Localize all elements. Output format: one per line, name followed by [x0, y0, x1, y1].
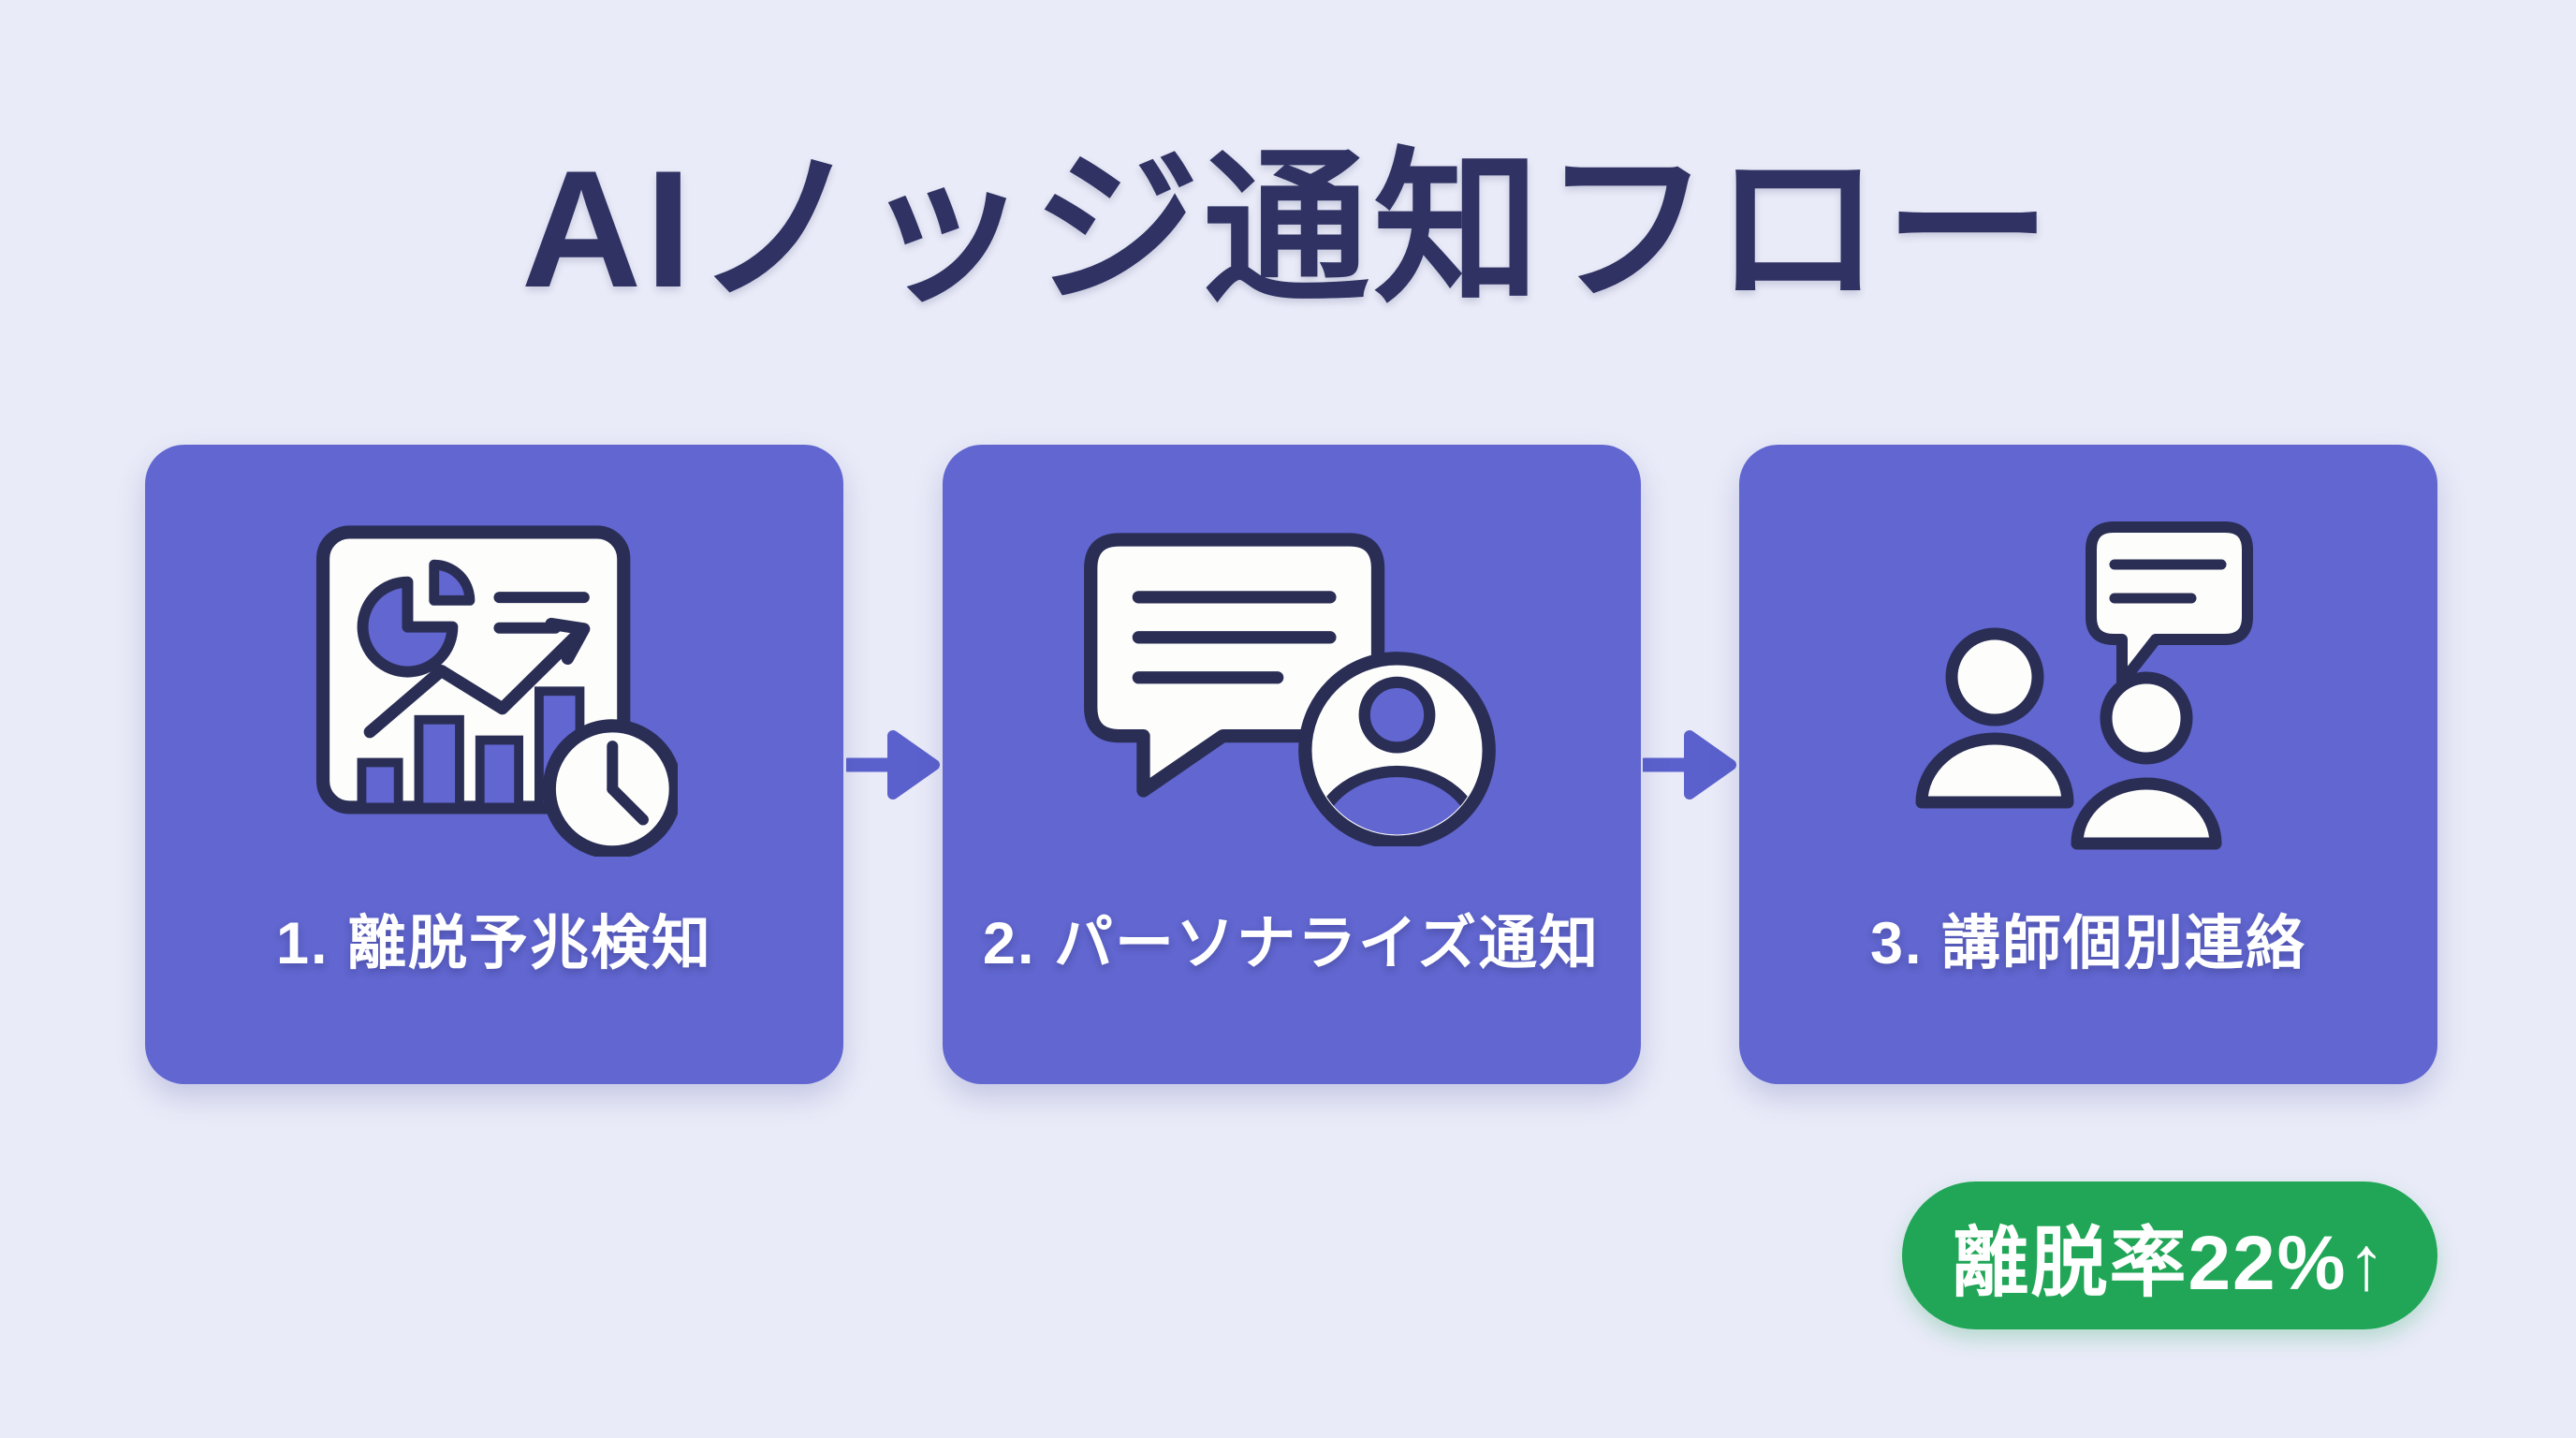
- step-3-label: 3. 講師個別連絡: [1869, 911, 2307, 976]
- people-conversation-icon: [1915, 521, 2253, 850]
- step-3-icon-wrap: [1739, 521, 2437, 850]
- page-title: AIノッジ通知フロー: [520, 136, 2056, 322]
- churn-rate-badge: 離脱率22%↑: [1902, 1181, 2437, 1329]
- analytics-clock-icon: [315, 525, 678, 857]
- step-1-label: 1. 離脱予兆検知: [275, 911, 713, 976]
- connector-1: [843, 445, 943, 1084]
- connector-2: [1641, 445, 1740, 1084]
- flow-row: 1. 離脱予兆検知: [145, 445, 2437, 1084]
- right-arrow-icon: [845, 729, 940, 800]
- step-card-2: 2. パーソナライズ通知: [942, 445, 1641, 1084]
- chat-bubble-user-icon: [1083, 533, 1496, 846]
- step-card-1: 1. 離脱予兆検知: [145, 445, 843, 1084]
- step-2-label: 2. パーソナライズ通知: [982, 911, 1601, 976]
- churn-rate-badge-label: 離脱率22%↑: [1952, 1220, 2388, 1306]
- step-card-3: 3. 講師個別連絡: [1739, 445, 2437, 1084]
- right-arrow-icon: [1643, 729, 1737, 800]
- step-2-icon-wrap: [943, 533, 1641, 846]
- step-1-icon-wrap: [145, 525, 843, 857]
